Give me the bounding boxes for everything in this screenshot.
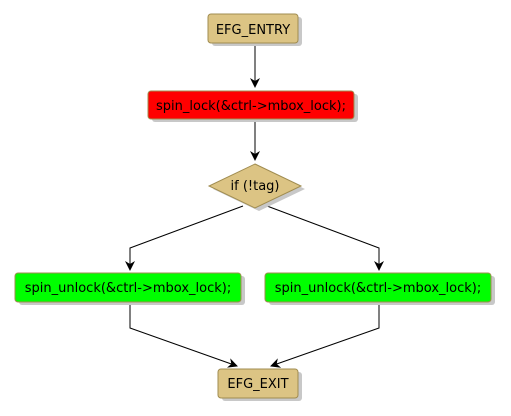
spin-lock-node-label: spin_lock(&ctrl->mbox_lock); <box>156 99 346 114</box>
edge-right-to-exit <box>270 303 380 368</box>
edge-decision-to-right <box>266 205 384 271</box>
exit-node-label: EFG_EXIT <box>227 377 288 392</box>
decision-node-label: if (!tag) <box>231 179 280 194</box>
spin-unlock-left-node: spin_unlock(&ctrl->mbox_lock); <box>14 272 245 305</box>
edges <box>125 44 384 368</box>
entry-node: EFG_ENTRY <box>207 13 302 46</box>
spin-unlock-left-node-label: spin_unlock(&ctrl->mbox_lock); <box>25 281 231 296</box>
edge-left-to-exit <box>129 303 238 368</box>
exit-node: EFG_EXIT <box>217 368 302 401</box>
entry-node-label: EFG_ENTRY <box>216 23 290 38</box>
spin-unlock-right-node-label: spin_unlock(&ctrl->mbox_lock); <box>275 281 481 296</box>
edge-decision-to-left <box>125 205 244 271</box>
decision-node: if (!tag) <box>207 163 305 211</box>
spin-lock-node: spin_lock(&ctrl->mbox_lock); <box>147 90 358 122</box>
spin-unlock-right-node: spin_unlock(&ctrl->mbox_lock); <box>264 272 495 305</box>
